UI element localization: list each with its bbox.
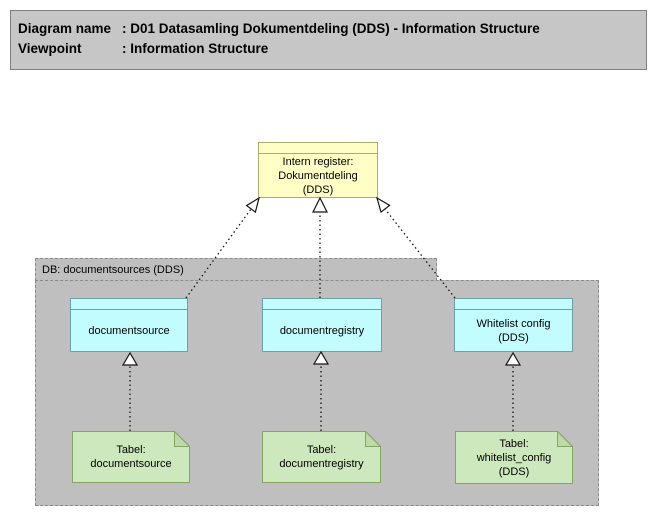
note-shape	[72, 431, 190, 483]
note-tabel-documentregistry[interactable]: Tabel: documentregistry	[262, 431, 381, 483]
business-object-head-divider	[259, 143, 377, 154]
node-intern-register[interactable]: Intern register: Dokumentdeling (DDS)	[258, 142, 378, 198]
node-documentregistry[interactable]: documentregistry	[262, 298, 382, 352]
note-label: Tabel: documentsource	[90, 444, 172, 470]
hollow-arrowhead-icon	[312, 196, 328, 213]
viewpoint-row: Viewpoint : Information Structure	[18, 39, 640, 59]
business-object-head-divider	[455, 299, 572, 310]
diagram-name-value: : D01 Datasamling Dokumentdeling (DDS) -…	[122, 21, 540, 36]
group-db-documentsources-tab[interactable]: DB: documentsources (DDS)	[35, 258, 437, 281]
node-label: Whitelist config (DDS)	[476, 317, 551, 344]
node-documentsource[interactable]: documentsource	[70, 298, 188, 352]
hollow-arrowhead-icon	[376, 196, 391, 214]
group-label: DB: documentsources (DDS)	[42, 264, 184, 276]
note-tabel-whitelist-config[interactable]: Tabel: whitelist_config (DDS)	[455, 431, 573, 484]
node-label: Intern register: Dokumentdeling (DDS)	[278, 155, 358, 196]
node-label: documentsource	[88, 324, 170, 337]
diagram-title-block: Diagram name : D01 Datasamling Dokumentd…	[10, 10, 647, 70]
diagram-name-row: Diagram name : D01 Datasamling Dokumentd…	[18, 19, 640, 39]
business-object-head-divider	[71, 299, 187, 310]
note-label: Tabel: documentregistry	[279, 444, 364, 470]
note-tabel-documentsource[interactable]: Tabel: documentsource	[72, 431, 190, 483]
node-label: documentregistry	[279, 324, 365, 337]
node-whitelist-config[interactable]: Whitelist config (DDS)	[454, 298, 573, 352]
note-label: Tabel: whitelist_config (DDS)	[476, 437, 552, 478]
viewpoint-value: : Information Structure	[122, 41, 269, 56]
viewpoint-label: Viewpoint	[18, 41, 82, 56]
note-shape	[262, 431, 381, 483]
hollow-arrowhead-icon	[245, 196, 260, 214]
note-shape	[455, 431, 573, 484]
diagram-name-label: Diagram name	[18, 21, 112, 36]
business-object-head-divider	[263, 299, 381, 310]
